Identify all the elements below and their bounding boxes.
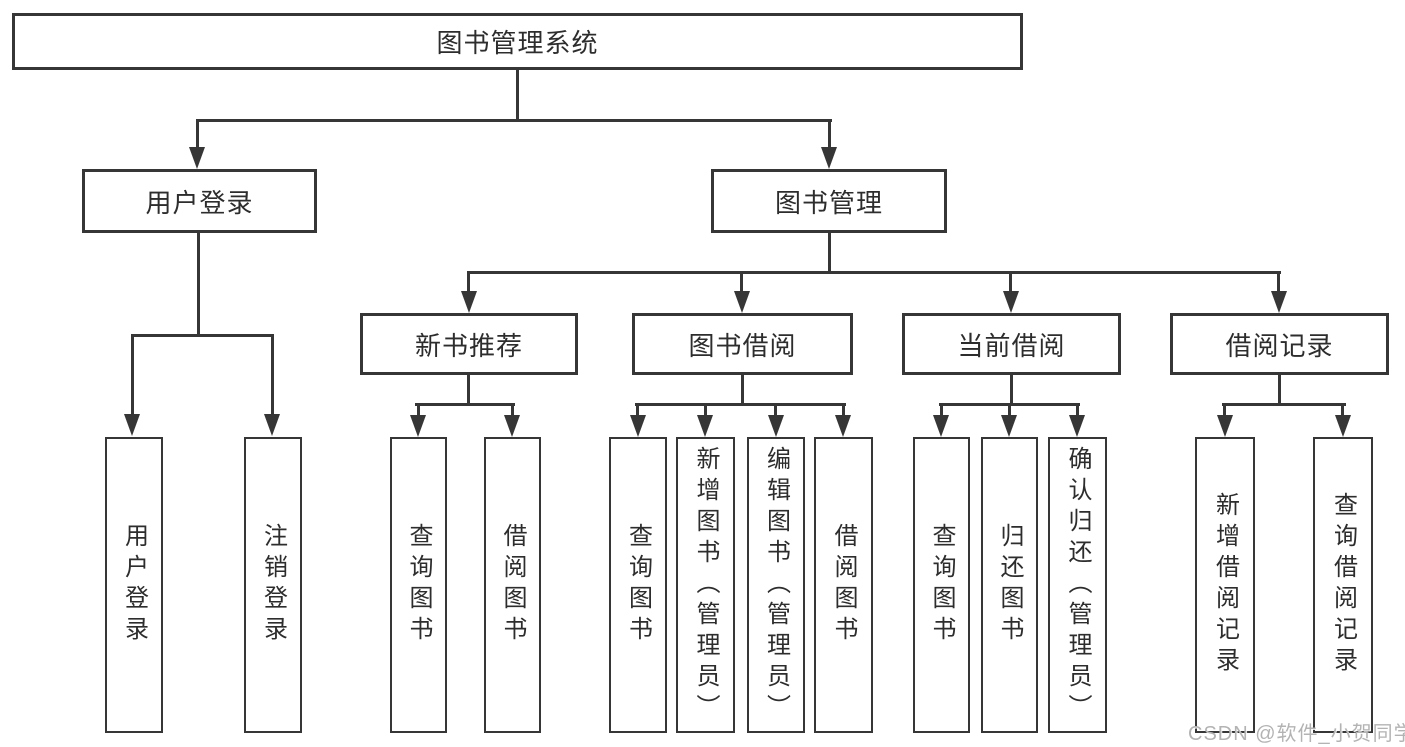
arrowhead-icon bbox=[264, 414, 280, 436]
leaf-borrow-books: 借阅图书 bbox=[814, 437, 873, 733]
arrowhead-icon bbox=[1335, 415, 1351, 437]
arrowhead-icon bbox=[835, 415, 851, 437]
connector-line bbox=[828, 119, 831, 149]
connector-line bbox=[1278, 375, 1281, 406]
node-book-management: 图书管理 bbox=[711, 169, 947, 233]
csdn-watermark: CSDN @软件_小贺同学 bbox=[1188, 723, 1405, 745]
arrowhead-icon bbox=[1271, 291, 1287, 313]
arrowhead-icon bbox=[504, 415, 520, 437]
connector-line bbox=[417, 403, 420, 417]
connector-line bbox=[828, 233, 831, 273]
arrowhead-icon bbox=[1217, 415, 1233, 437]
arrowhead-icon bbox=[1069, 415, 1085, 437]
connector-line bbox=[1008, 403, 1011, 417]
arrowhead-icon bbox=[768, 415, 784, 437]
arrowhead-icon bbox=[189, 147, 205, 169]
leaf-confirm-return-admin: 确认归还（管理员） bbox=[1048, 437, 1107, 733]
connector-line bbox=[415, 403, 515, 406]
connector-line bbox=[940, 403, 943, 417]
arrowhead-icon bbox=[821, 147, 837, 169]
connector-line bbox=[196, 119, 199, 149]
leaf-add-books-admin: 新增图书（管理员） bbox=[676, 437, 735, 733]
arrowhead-icon bbox=[697, 415, 713, 437]
arrowhead-icon bbox=[630, 415, 646, 437]
leaf-logout: 注销登录 bbox=[244, 437, 302, 733]
arrowhead-icon bbox=[933, 415, 949, 437]
node-book-borrowing: 图书借阅 bbox=[632, 313, 853, 375]
connector-line bbox=[1277, 271, 1280, 294]
arrowhead-icon bbox=[1001, 415, 1017, 437]
connector-line bbox=[704, 403, 707, 417]
node-library-management-system: 图书管理系统 bbox=[12, 13, 1023, 70]
arrowhead-icon bbox=[124, 414, 140, 436]
connector-line bbox=[467, 271, 470, 294]
connector-line bbox=[1223, 403, 1226, 417]
connector-line bbox=[1222, 403, 1346, 406]
leaf-query-books: 查询图书 bbox=[390, 437, 447, 733]
leaf-borrow-books: 借阅图书 bbox=[484, 437, 541, 733]
arrowhead-icon bbox=[410, 415, 426, 437]
connector-line bbox=[740, 271, 743, 294]
node-current-borrowing: 当前借阅 bbox=[902, 313, 1121, 375]
connector-line bbox=[1009, 271, 1012, 294]
connector-line bbox=[1341, 403, 1344, 417]
leaf-user-login: 用户登录 bbox=[105, 437, 163, 733]
leaf-return-books: 归还图书 bbox=[981, 437, 1038, 733]
connector-line bbox=[636, 403, 639, 417]
connector-line bbox=[1010, 375, 1013, 406]
node-new-book-recommendation: 新书推荐 bbox=[360, 313, 578, 375]
connector-line bbox=[741, 375, 744, 406]
connector-line bbox=[271, 334, 274, 416]
connector-line bbox=[1076, 403, 1079, 417]
connector-line bbox=[635, 403, 846, 406]
connector-line bbox=[774, 403, 777, 417]
arrowhead-icon bbox=[1003, 291, 1019, 313]
connector-line bbox=[467, 375, 470, 406]
arrowhead-icon bbox=[461, 291, 477, 313]
connector-line bbox=[516, 70, 519, 122]
connector-line bbox=[467, 271, 1281, 274]
node-borrowing-records: 借阅记录 bbox=[1170, 313, 1389, 375]
leaf-edit-books-admin: 编辑图书（管理员） bbox=[747, 437, 805, 733]
connector-line bbox=[196, 119, 832, 122]
leaf-query-borrow-record: 查询借阅记录 bbox=[1313, 437, 1373, 733]
connector-line bbox=[197, 233, 200, 336]
connector-line bbox=[842, 403, 845, 417]
node-user-login: 用户登录 bbox=[82, 169, 317, 233]
connector-line bbox=[131, 334, 274, 337]
leaf-query-books: 查询图书 bbox=[609, 437, 667, 733]
leaf-add-borrow-record: 新增借阅记录 bbox=[1195, 437, 1255, 733]
leaf-query-books: 查询图书 bbox=[913, 437, 970, 733]
connector-line bbox=[511, 403, 514, 417]
connector-line bbox=[131, 334, 134, 416]
arrowhead-icon bbox=[734, 291, 750, 313]
